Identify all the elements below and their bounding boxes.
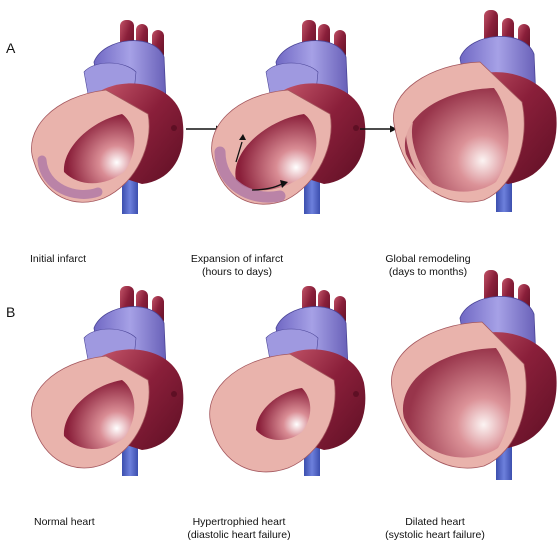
heart-expansion-of-infarct bbox=[211, 20, 366, 214]
arrow-right-icon bbox=[360, 125, 397, 133]
heart-hypertrophied bbox=[209, 286, 366, 476]
caption-initial-infarct: Initial infarct bbox=[30, 253, 87, 265]
heart-normal bbox=[31, 286, 184, 476]
caption-hypertrophied-heart: Hypertrophied heart (diastolic heart fai… bbox=[187, 516, 291, 541]
heart-initial-infarct bbox=[31, 20, 184, 214]
panel-letter-a: A bbox=[6, 40, 16, 56]
caption-global-remodeling: Global remodeling (days to months) bbox=[385, 253, 471, 278]
heart-global-remodeling bbox=[393, 10, 557, 212]
panel-letter-b: B bbox=[6, 304, 16, 320]
caption-expansion-of-infarct: Expansion of infarct (hours to days) bbox=[190, 253, 284, 278]
caption-normal-heart: Normal heart bbox=[34, 516, 95, 528]
caption-dilated-heart: Dilated heart (systolic heart failure) bbox=[385, 516, 485, 541]
heart-dilated bbox=[391, 270, 557, 480]
